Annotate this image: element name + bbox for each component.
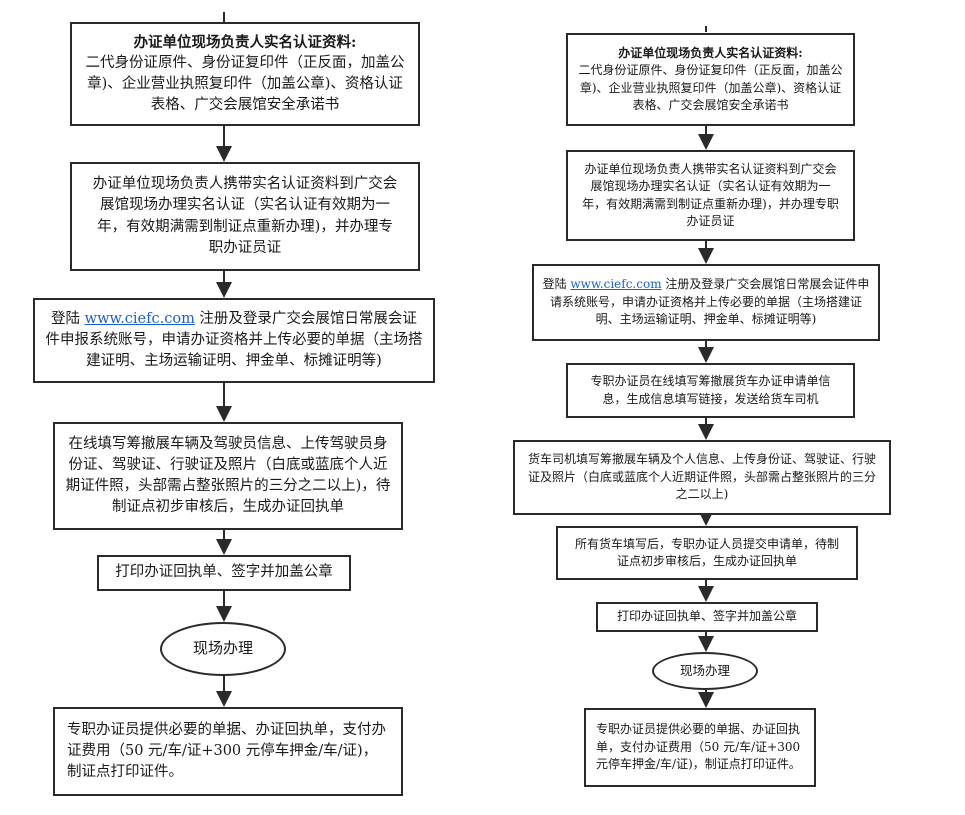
right-step-4-text: 专职办证员在线填写筹撤展货车办证申请单信息，生成信息填写链接，发送给货车司机 bbox=[590, 374, 831, 406]
right-step-9-box: 专职办证员提供必要的单据、办证回执单，支付办证费用（50 元/车/证+300 元… bbox=[584, 708, 816, 787]
ciefc-link-right[interactable]: www.ciefc.com bbox=[570, 277, 662, 292]
left-step-2-box: 办证单位现场负责人携带实名认证资料到广交会展馆现场办理实名认证（实名认证有效期为… bbox=[70, 162, 420, 271]
right-step-3-box: 登陆 www.ciefc.com 注册及登录广交会展馆日常展会证件申请系统账号，… bbox=[532, 264, 880, 341]
right-step-7-box: 打印办证回执单、签字并加盖公章 bbox=[596, 602, 818, 632]
left-step-6-text: 现场办理 bbox=[192, 639, 253, 658]
right-step-6-box: 所有货车填写后，专职办证人员提交申请单，待制证点初步审核后，生成办证回执单 bbox=[556, 526, 858, 580]
right-step-8-text: 现场办理 bbox=[679, 662, 730, 678]
right-step-5-text: 货车司机填写筹撤展车辆及个人信息、上传身份证、驾驶证、行驶证及照片（白底或蓝底个… bbox=[527, 452, 876, 502]
left-step-1-title: 办证单位现场负责人实名认证资料: bbox=[133, 33, 357, 51]
right-step-7-text: 打印办证回执单、签字并加盖公章 bbox=[616, 609, 797, 624]
left-step-4-box: 在线填写筹撤展车辆及驾驶员信息、上传驾驶员身份证、驾驶证、行驶证及照片（白底或蓝… bbox=[53, 422, 403, 530]
left-step-5-text: 打印办证回执单、签字并加盖公章 bbox=[115, 564, 333, 581]
right-step-8-ellipse: 现场办理 bbox=[652, 652, 758, 690]
left-step-3-text-pre: 登陆 bbox=[51, 310, 85, 327]
right-step-3-text-pre: 登陆 bbox=[542, 277, 571, 292]
left-step-4-text: 在线填写筹撤展车辆及驾驶员信息、上传驾驶员身份证、驾驶证、行驶证及照片（白底或蓝… bbox=[65, 435, 391, 516]
right-step-5-box: 货车司机填写筹撤展车辆及个人信息、上传身份证、驾驶证、行驶证及照片（白底或蓝底个… bbox=[513, 440, 891, 515]
left-step-1-text: 二代身份证原件、身份证复印件（正反面，加盖公章)、企业营业执照复印件（加盖公章)… bbox=[85, 54, 405, 114]
right-step-6-text: 所有货车填写后，专职办证人员提交申请单，待制证点初步审核后，生成办证回执单 bbox=[574, 536, 839, 568]
right-step-1-title: 办证单位现场负责人实名认证资料: bbox=[618, 45, 803, 60]
left-step-1-box: 办证单位现场负责人实名认证资料: 二代身份证原件、身份证复印件（正反面，加盖公章… bbox=[70, 22, 420, 126]
right-step-1-text: 二代身份证原件、身份证复印件（正反面，加盖公章)、企业营业执照复印件（加盖公章)… bbox=[578, 63, 843, 112]
right-step-3-text-post: 注册及登录广交会展馆日常展会证件申请系统账号，申请办证资格并上传必要的单据（主场… bbox=[549, 277, 870, 327]
right-step-4-box: 专职办证员在线填写筹撤展货车办证申请单信息，生成信息填写链接，发送给货车司机 bbox=[566, 363, 855, 418]
left-step-7-text: 专职办证员提供必要的单据、办证回执单，支付办证费用（50 元/车/证+300 元… bbox=[67, 721, 386, 780]
left-step-3-text-post: 注册及登录广交会展馆日常展会证件申报系统账号，申请办证资格并上传必要的单据（主场… bbox=[45, 310, 423, 369]
right-step-1-box: 办证单位现场负责人实名认证资料: 二代身份证原件、身份证复印件（正反面，加盖公章… bbox=[566, 33, 855, 126]
right-step-2-box: 办证单位现场负责人携带实名认证资料到广交会展馆现场办理实名认证（实名认证有效期为… bbox=[566, 150, 855, 241]
right-step-2-text: 办证单位现场负责人携带实名认证资料到广交会展馆现场办理实名认证（实名认证有效期为… bbox=[582, 161, 839, 228]
left-step-2-text: 办证单位现场负责人携带实名认证资料到广交会展馆现场办理实名认证（实名认证有效期为… bbox=[92, 176, 398, 256]
left-step-6-ellipse: 现场办理 bbox=[160, 622, 286, 676]
ciefc-link[interactable]: www.ciefc.com bbox=[84, 310, 195, 327]
left-step-5-box: 打印办证回执单、签字并加盖公章 bbox=[97, 555, 351, 591]
left-step-7-box: 专职办证员提供必要的单据、办证回执单，支付办证费用（50 元/车/证+300 元… bbox=[53, 707, 403, 796]
right-step-9-text: 专职办证员提供必要的单据、办证回执单，支付办证费用（50 元/车/证+300 元… bbox=[596, 722, 801, 772]
left-step-3-box: 登陆 www.ciefc.com 注册及登录广交会展馆日常展会证件申报系统账号，… bbox=[33, 298, 435, 383]
